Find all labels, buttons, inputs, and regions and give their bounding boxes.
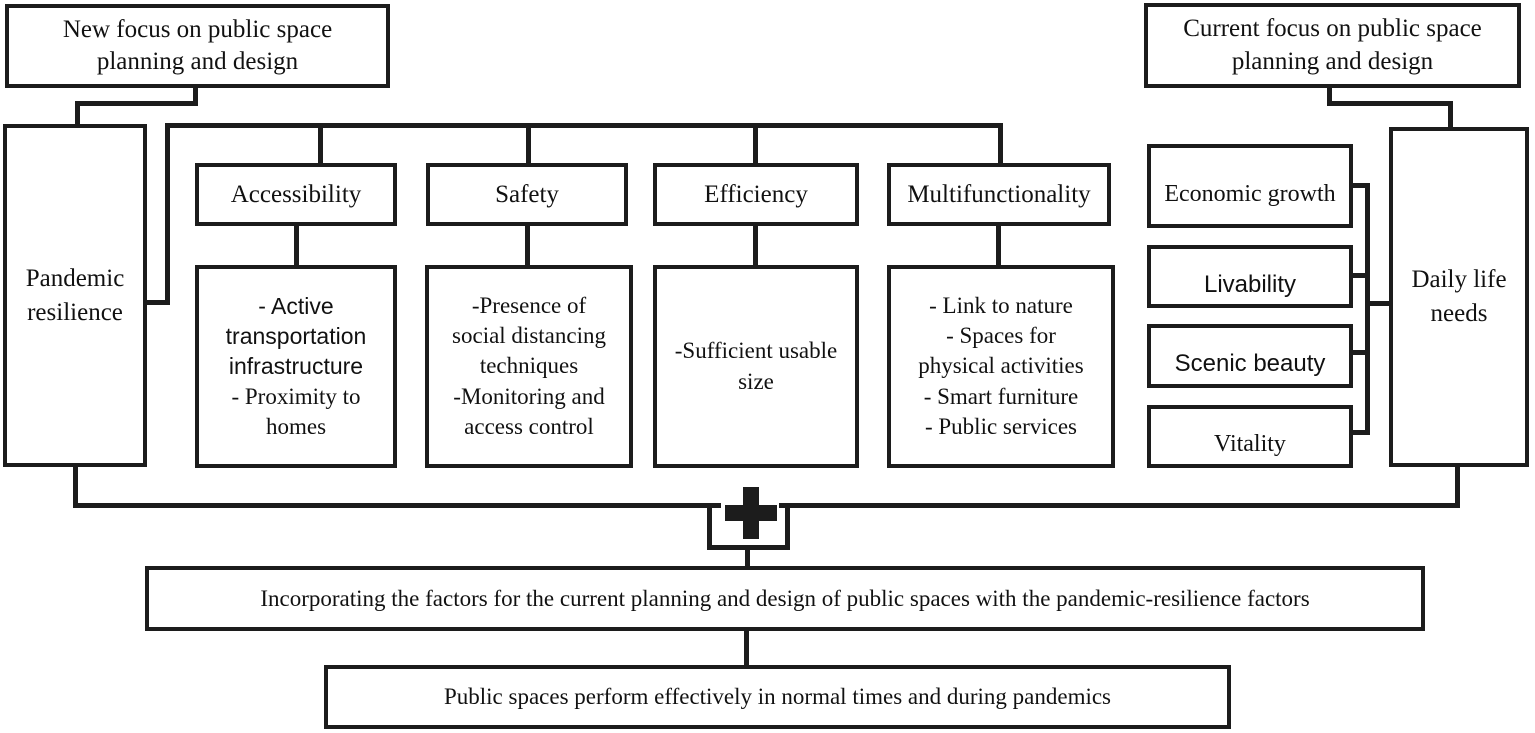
drop-safety: [526, 126, 531, 165]
top-bus-left-vertical: [165, 123, 170, 305]
drop-efficiency: [753, 126, 758, 165]
stub-scenic-beauty: [1350, 350, 1370, 355]
stub-vitality: [1350, 430, 1370, 435]
efficiency-detail-box: -Sufficient usable size: [653, 265, 859, 468]
incorporating-box: Incorporating the factors for the curren…: [145, 566, 1425, 631]
top-bus-line: [165, 123, 1003, 128]
new-focus-box: New focus on public space planning and d…: [5, 4, 390, 88]
merge-bracket-left: [707, 503, 712, 550]
connector-incorporating-outcome: [744, 629, 749, 667]
stub-livability: [1350, 273, 1370, 278]
outcome-box: Public spaces perform effectively in nor…: [324, 665, 1231, 729]
bracket-to-daily-connector: [1365, 301, 1391, 306]
daily-bottom-drop: [1455, 465, 1460, 508]
safety-detail-box: -Presence of social distancing technique…: [425, 265, 633, 468]
livability-box: Livability: [1147, 245, 1353, 308]
drop-accessibility: [318, 126, 323, 165]
multifunctionality-detail-box: - Link to nature - Spaces for physical a…: [887, 265, 1115, 468]
accessibility-detail-top: - Active transportation infrastructure: [225, 292, 367, 380]
connector-safety-detail: [525, 224, 530, 267]
accessibility-detail-bottom: - Proximity to homes: [231, 383, 361, 440]
pandemic-bottom-drop: [73, 465, 78, 508]
connector-newfocus-to-pandemic: [75, 101, 80, 128]
connector-currentfocus-down: [1327, 86, 1332, 106]
merge-bracket-right: [785, 503, 790, 550]
stub-economic-growth: [1350, 183, 1370, 188]
connector-newfocus-jog: [75, 101, 198, 106]
efficiency-header-box: Efficiency: [653, 163, 859, 226]
connector-multifunctionality-detail: [996, 224, 1001, 267]
connector-currentfocus-jog: [1327, 101, 1453, 106]
right-bracket-vertical: [1365, 183, 1370, 435]
bottom-bus-right: [779, 503, 1460, 508]
multifunctionality-header-box: Multifunctionality: [887, 163, 1111, 226]
top-bus-to-pandemic: [143, 300, 170, 305]
plus-icon-vertical-bar: [743, 487, 759, 539]
connector-efficiency-detail: [753, 224, 758, 267]
current-focus-box: Current focus on public space planning a…: [1144, 3, 1521, 88]
economic-growth-box: Economic growth: [1147, 144, 1353, 228]
drop-multifunctionality: [998, 126, 1003, 165]
daily-life-needs-box: Daily life needs: [1389, 127, 1529, 467]
connector-currentfocus-to-daily: [1448, 101, 1453, 131]
plus-icon: [724, 485, 778, 539]
safety-header-box: Safety: [426, 163, 628, 226]
bottom-bus-left: [73, 503, 721, 508]
scenic-beauty-box: Scenic beauty: [1147, 324, 1353, 388]
connector-newfocus-down: [193, 86, 198, 106]
merge-to-incorporating: [745, 545, 750, 568]
accessibility-detail-box: - Active transportation infrastructure -…: [195, 265, 397, 468]
connector-accessibility-detail: [294, 224, 299, 267]
accessibility-header-box: Accessibility: [195, 163, 397, 226]
pandemic-resilience-box: Pandemic resilience: [3, 124, 147, 467]
vitality-box: Vitality: [1147, 405, 1353, 468]
